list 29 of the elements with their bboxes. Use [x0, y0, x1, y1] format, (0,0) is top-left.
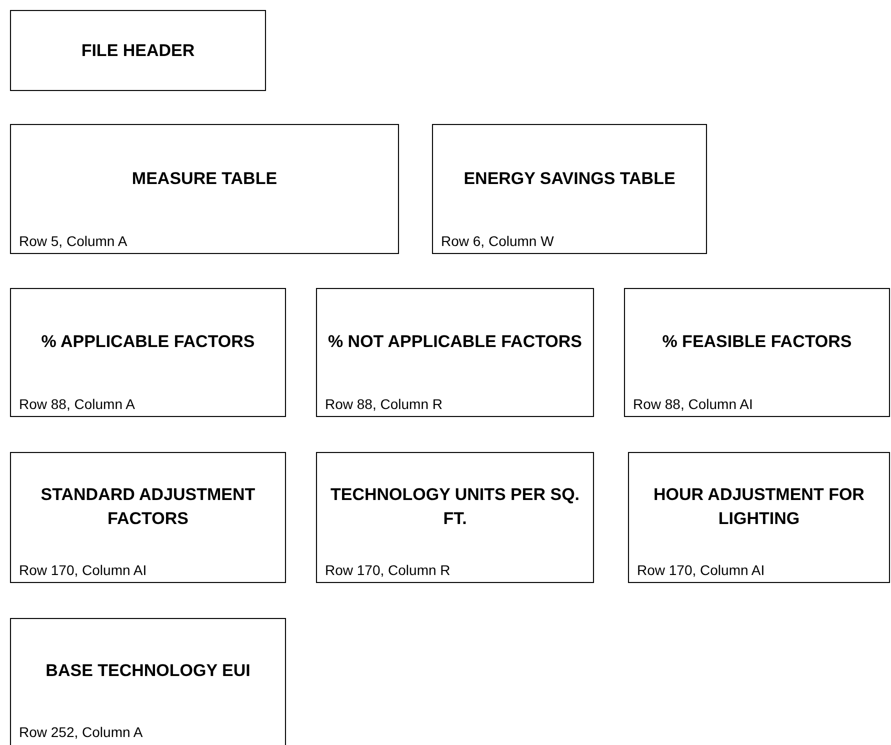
location-note: Row 88, Column R — [324, 395, 444, 414]
box-title: FILE HEADER — [81, 40, 195, 62]
location-note: Row 252, Column A — [18, 723, 144, 742]
location-note: Row 88, Column AI — [632, 395, 754, 414]
box-title: BASE TECHNOLOGY EUI — [46, 660, 250, 682]
box-title: STANDARD ADJUSTMENT FACTORS — [40, 484, 256, 530]
location-note: Row 170, Column AI — [18, 561, 148, 580]
box-title: ENERGY SAVINGS TABLE — [464, 168, 676, 190]
location-note: Row 88, Column A — [18, 395, 136, 414]
table-box — [10, 10, 266, 91]
box-title: TECHNOLOGY UNITS PER SQ. FT. — [329, 484, 581, 530]
box-title: HOUR ADJUSTMENT FOR LIGHTING — [652, 484, 866, 530]
table-box — [432, 124, 707, 254]
location-note: Row 5, Column A — [18, 232, 128, 251]
table-box — [10, 452, 286, 583]
table-box — [624, 288, 890, 417]
table-box — [10, 288, 286, 417]
table-box — [316, 288, 594, 417]
table-box — [628, 452, 890, 583]
box-title: MEASURE TABLE — [132, 168, 278, 190]
location-note: Row 170, Column AI — [636, 561, 766, 580]
location-note: Row 170, Column R — [324, 561, 452, 580]
table-box — [316, 452, 594, 583]
box-title: % NOT APPLICABLE FACTORS — [328, 331, 582, 353]
location-note: Row 6, Column W — [440, 232, 555, 251]
box-title: % APPLICABLE FACTORS — [41, 331, 255, 353]
box-title: % FEASIBLE FACTORS — [662, 331, 852, 353]
table-box — [10, 124, 399, 254]
table-box — [10, 618, 286, 745]
